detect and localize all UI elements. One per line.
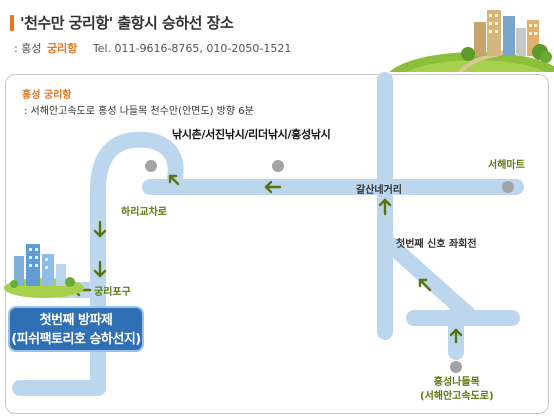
page-title: '천수만 궁리항' 출항시 승하선 장소 [20, 14, 234, 32]
page-header: '천수만 궁리항' 출항시 승하선 장소 : 홍성 궁리항 Tel. 011-9… [0, 0, 554, 72]
landmark-dot-seohae [502, 181, 514, 193]
label-seohae-mart: 서해마트 [488, 160, 525, 171]
label-gungri-port: 궁리포구 [94, 287, 131, 298]
label-hongseong-ic: 홍성나들목 (서해안고속도로) [420, 376, 494, 404]
landmark-dot-galsan [272, 160, 284, 172]
landmarks [145, 160, 514, 373]
landmark-dot-hongseong [450, 361, 462, 373]
arrow-up-left [168, 174, 180, 186]
location-prefix: : 홍성 [14, 42, 42, 55]
boarding-point-line2: (피쉬팩토리호 승하선지) [11, 332, 141, 347]
region-title: 홍성 궁리항 [22, 90, 72, 101]
label-galsan-intersection: 갈산네거리 [356, 185, 402, 196]
contact-info: : 홍성 궁리항 Tel. 011-9616-8765, 010-2050-15… [14, 40, 291, 56]
title-row: '천수만 궁리항' 출항시 승하선 장소 [10, 12, 234, 33]
title-accent-bar [10, 14, 14, 31]
destination-label: 낚시촌/서진낚시/리더낚시/홍성낚시 [172, 128, 331, 141]
hongseong-ic-line2: (서해안고속도로) [420, 391, 494, 402]
port-city-illustration [4, 244, 84, 298]
boarding-point-line1: 첫번째 방파제 [39, 313, 113, 328]
telephone: Tel. 011-9616-8765, 010-2050-1521 [92, 42, 292, 55]
location-place: 궁리항 [46, 42, 78, 55]
arrow-up-galsan [378, 198, 392, 216]
arrow-left [264, 180, 282, 194]
label-hari-intersection: 하리교차로 [121, 207, 167, 218]
arrow-diagonal [418, 278, 432, 292]
landmark-dot-loop [145, 160, 157, 172]
road-diagonal [377, 232, 478, 324]
label-first-signal: 첫번째 신호 좌회전 [396, 239, 477, 250]
arrow-down-1 [93, 220, 107, 238]
boarding-point-box: 첫번째 방파제 (피쉬팩토리호 승하선지) [8, 306, 144, 352]
road-hari-loop [90, 131, 184, 198]
city-hill-illustration [390, 10, 554, 72]
region-description: : 서해안고속도로 홍성 나들목 천수만(안면도) 방향 6분 [24, 106, 254, 117]
arrow-up-ic [449, 328, 463, 344]
hongseong-ic-line1: 홍성나들목 [433, 377, 480, 388]
arrow-down-2 [93, 260, 107, 278]
